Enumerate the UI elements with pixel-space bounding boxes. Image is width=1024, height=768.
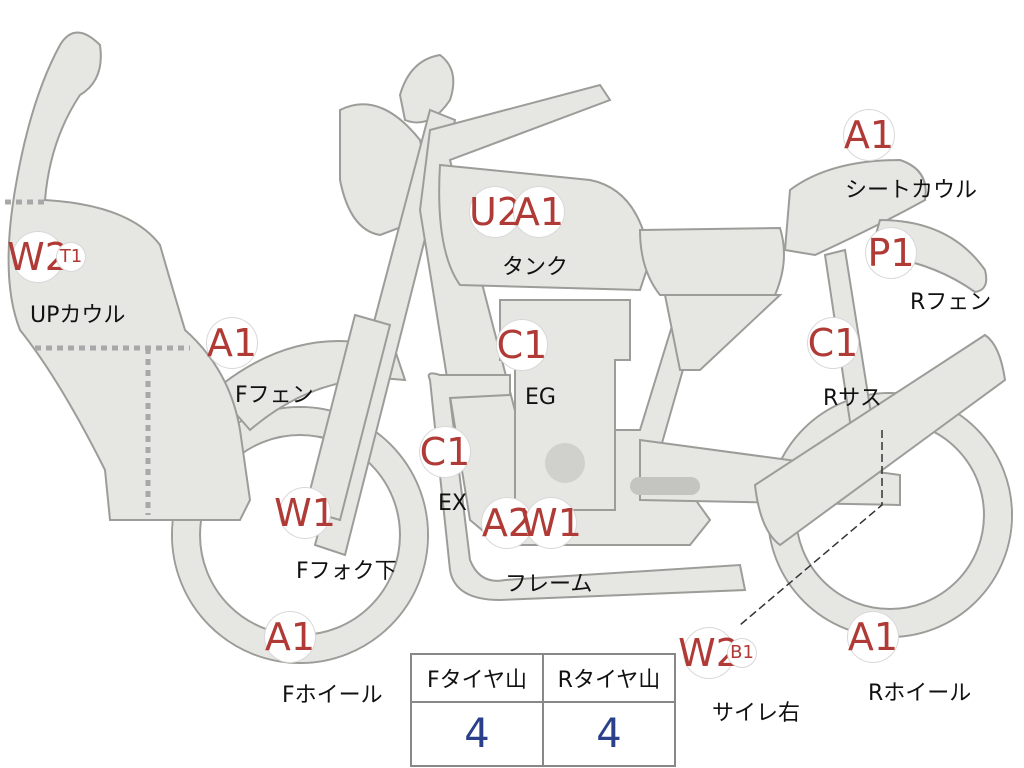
- seat-cowl-grades: A1: [844, 110, 888, 160]
- r-wheel-grades: A1: [848, 612, 892, 662]
- f-fender-grades: A1: [207, 318, 251, 368]
- grade-badge-small: T1: [57, 243, 85, 271]
- tank-label: タンク: [502, 249, 568, 281]
- f-wheel-label: Fホイール: [282, 677, 383, 709]
- grade-badge-small: B1: [728, 639, 756, 667]
- exhaust-grades: C1: [420, 427, 464, 477]
- grade-badge: A1: [265, 612, 315, 662]
- r-suspension-label: Rサス: [823, 380, 882, 412]
- mirror-shape: [400, 55, 453, 123]
- seat-cowl-label: シートカウル: [845, 172, 977, 204]
- rear-tire-header: Rタイヤ山: [543, 654, 675, 702]
- f-fender-label: Fフェン: [235, 377, 314, 409]
- grade-badge: C1: [420, 427, 470, 477]
- f-wheel-grades: A1: [265, 612, 309, 662]
- muffler-right-grades: W2 B1: [684, 628, 750, 678]
- side-cover-shape: [665, 295, 780, 370]
- front-tire-value: 4: [411, 702, 543, 766]
- grade-badge: W1: [526, 498, 576, 548]
- grade-badge: A1: [514, 187, 564, 237]
- seat-shape: [640, 228, 784, 295]
- grade-badge: W1: [280, 488, 330, 538]
- f-fork-lower-grades: W1: [280, 488, 324, 538]
- engine-cover-shape: [545, 443, 585, 483]
- up-cowl-label: UPカウル: [30, 297, 125, 329]
- r-fender-label: Rフェン: [910, 284, 991, 316]
- muffler-right-label: サイレ右: [712, 695, 800, 727]
- r-fender-grades: P1: [866, 228, 910, 278]
- grade-badge: W2: [13, 232, 63, 282]
- up-cowl-grades: W2 T1: [13, 232, 79, 282]
- grade-badge: U2: [470, 187, 520, 237]
- front-tire-header: Fタイヤ山: [411, 654, 543, 702]
- grade-badge: C1: [808, 318, 858, 368]
- frame-label: フレーム: [505, 566, 592, 598]
- grade-badge: P1: [866, 228, 916, 278]
- grade-badge: A1: [207, 318, 257, 368]
- frame-grades: A2 W1: [482, 498, 570, 548]
- f-fork-lower-label: Fフォク下: [296, 553, 397, 585]
- tank-grades: U2 A1: [470, 187, 558, 237]
- grade-badge: C1: [497, 320, 547, 370]
- footpeg-shape: [630, 477, 700, 495]
- r-suspension-grades: C1: [808, 318, 852, 368]
- grade-badge: A1: [848, 612, 898, 662]
- r-wheel-label: Rホイール: [868, 675, 971, 707]
- rear-tire-value: 4: [543, 702, 675, 766]
- engine-grades: C1: [497, 320, 541, 370]
- grade-badge: A1: [844, 110, 894, 160]
- engine-label: EG: [525, 385, 556, 410]
- exhaust-label: EX: [438, 491, 467, 516]
- grade-badge: W2: [684, 628, 734, 678]
- tire-tread-table: Fタイヤ山 Rタイヤ山 4 4: [410, 653, 676, 767]
